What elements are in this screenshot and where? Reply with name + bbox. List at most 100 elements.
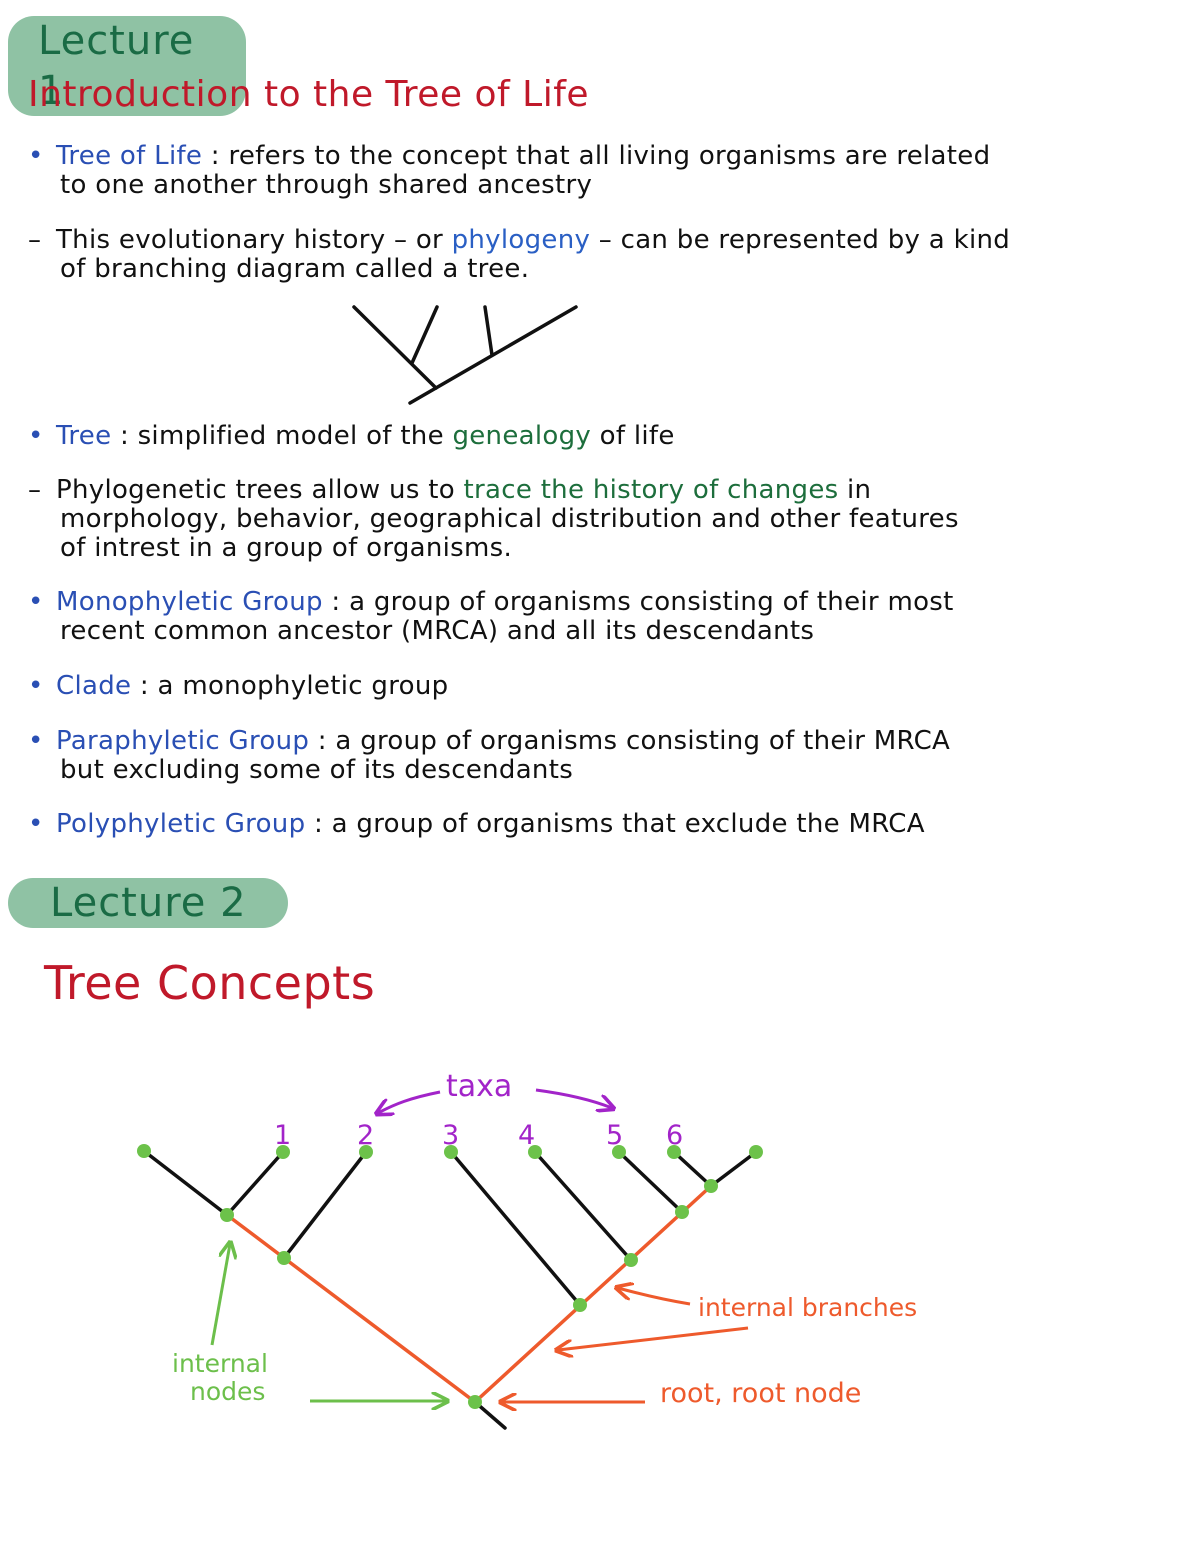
internal-node	[624, 1253, 638, 1267]
internal-branch-right	[473, 1184, 713, 1404]
internal-nodes-label-line2: nodes	[190, 1377, 265, 1406]
tip-node	[137, 1144, 151, 1158]
definition-text-post: of life	[591, 421, 675, 451]
definition-text: a group of organisms consisting of their…	[335, 726, 951, 756]
definition-text: a group of organisms consisting of their…	[349, 587, 954, 617]
definition-paraphyletic: • Paraphyletic Group : a group of organis…	[28, 727, 1168, 785]
term-tree: Tree	[56, 421, 112, 451]
internal-node	[675, 1205, 689, 1219]
term-separator: :	[322, 587, 350, 617]
terminal-branch	[142, 1149, 229, 1217]
definition-clade: • Clade : a monophyletic group	[28, 672, 1168, 701]
tip-number-1: 1	[274, 1120, 291, 1151]
internal-nodes-arrow-up	[210, 1244, 230, 1346]
note-text-pre: Phylogenetic trees allow us to	[56, 475, 464, 505]
internal-nodes-label-line1: internal	[172, 1349, 268, 1378]
tip-node	[528, 1145, 542, 1159]
bullet-marker: •	[28, 587, 44, 617]
bullet-marker: •	[28, 726, 44, 756]
root-node	[468, 1395, 482, 1409]
lecture-1-title: Introduction to the Tree of Life	[28, 74, 590, 115]
lecture-2-badge: Lecture 2	[8, 878, 288, 928]
term-polyphyletic-group: Polyphyletic Group	[56, 809, 306, 839]
terminal-branch	[672, 1150, 713, 1188]
sketch-branch-b	[410, 305, 439, 365]
term-paraphyletic-group: Paraphyletic Group	[56, 726, 310, 756]
internal-node	[220, 1208, 234, 1222]
internal-node	[277, 1251, 291, 1265]
internal-branches-arrow-1	[618, 1288, 691, 1306]
root-label: root, root node	[660, 1378, 861, 1409]
tip-node	[612, 1145, 626, 1159]
terminal-branch	[449, 1150, 582, 1307]
taxa-arrow-left	[378, 1090, 441, 1113]
sketch-branch-c	[483, 305, 494, 357]
tree-concepts-diagram: taxa 1 2 3 4 5 6	[137, 1069, 917, 1430]
term-phylogeny: phylogeny	[451, 225, 591, 255]
sketch-branch-a	[352, 305, 438, 390]
note-text-post: in	[838, 475, 872, 505]
definition-text: refers to the concept that all living or…	[228, 141, 991, 171]
definition-text-cont: to one another through shared ancestry	[60, 170, 593, 200]
lecture-2-title: Tree Concepts	[44, 956, 376, 1010]
tip-node	[667, 1145, 681, 1159]
term-trace-history: trace the history of changes	[463, 475, 839, 505]
definition-text: a group of organisms that exclude the MR…	[331, 809, 925, 839]
definition-text-cont: but excluding some of its descendants	[60, 755, 574, 785]
tip-node	[276, 1145, 290, 1159]
tip-number-3: 3	[442, 1120, 459, 1151]
note-text-post: – can be represented by a kind	[590, 225, 1011, 255]
tip-node	[749, 1145, 763, 1159]
dash-marker: –	[28, 475, 42, 505]
term-separator: :	[309, 726, 336, 756]
definition-text: a monophyletic group	[157, 671, 449, 701]
internal-node	[573, 1298, 587, 1312]
bullet-marker: •	[28, 421, 44, 451]
terminal-branch	[533, 1150, 633, 1262]
bullet-marker: •	[28, 809, 44, 839]
internal-branches-label: internal branches	[698, 1293, 917, 1322]
definition-polyphyletic: • Polyphyletic Group : a group of organis…	[28, 810, 1168, 839]
terminal-branch	[617, 1150, 684, 1214]
tip-number-2: 2	[357, 1120, 374, 1151]
definition-text-pre: simplified model of the	[137, 421, 453, 451]
note-text-pre: This evolutionary history – or	[56, 225, 452, 255]
internal-branch-left	[225, 1213, 477, 1404]
term-genealogy: genealogy	[452, 421, 592, 451]
definition-monophyletic: • Monophyletic Group : a group of organis…	[28, 588, 1168, 646]
note-phylogenetic-trees: –Phylogenetic trees allow us to trace th…	[28, 476, 1168, 563]
bullet-marker: •	[28, 141, 44, 171]
lecture-1-badge: Lecture 1	[8, 16, 246, 116]
term-monophyletic-group: Monophyletic Group	[56, 587, 323, 617]
definition-tree-of-life: • Tree of Life : refers to the concept th…	[28, 142, 1168, 200]
note-phylogeny: –This evolutionary history – or phylogen…	[28, 226, 1168, 284]
tip-number-4: 4	[518, 1120, 535, 1151]
term-separator: :	[111, 421, 138, 451]
lecture-2-badge-label: Lecture 2	[50, 880, 247, 926]
tip-node	[444, 1145, 458, 1159]
tip-number-5: 5	[606, 1120, 623, 1151]
note-text-cont: of branching diagram called a tree.	[60, 254, 530, 284]
term-tree-of-life: Tree of Life	[56, 141, 203, 171]
taxa-arrow-right	[535, 1088, 612, 1108]
term-clade: Clade	[56, 671, 132, 701]
definition-tree: • Tree : simplified model of the genealog…	[28, 422, 1168, 451]
taxa-label: taxa	[446, 1069, 512, 1104]
lecture-1-badge-label: Lecture 1	[38, 18, 195, 114]
tip-node	[359, 1145, 373, 1159]
term-separator: :	[131, 671, 158, 701]
branching-tree-sketch	[352, 305, 578, 405]
terminal-branch	[225, 1150, 285, 1217]
terminal-branch	[282, 1150, 368, 1260]
note-text-cont: morphology, behavior, geographical distr…	[60, 504, 959, 534]
internal-branches-arrow-2	[558, 1326, 749, 1350]
internal-node	[704, 1179, 718, 1193]
note-text-cont: of intrest in a group of organisms.	[60, 533, 513, 563]
term-separator: :	[305, 809, 332, 839]
dash-marker: –	[28, 225, 42, 255]
definition-text-cont: recent common ancestor (MRCA) and all it…	[60, 616, 815, 646]
bullet-marker: •	[28, 671, 44, 701]
terminal-branch	[709, 1150, 758, 1188]
tip-number-6: 6	[666, 1120, 683, 1151]
term-separator: :	[202, 141, 229, 171]
